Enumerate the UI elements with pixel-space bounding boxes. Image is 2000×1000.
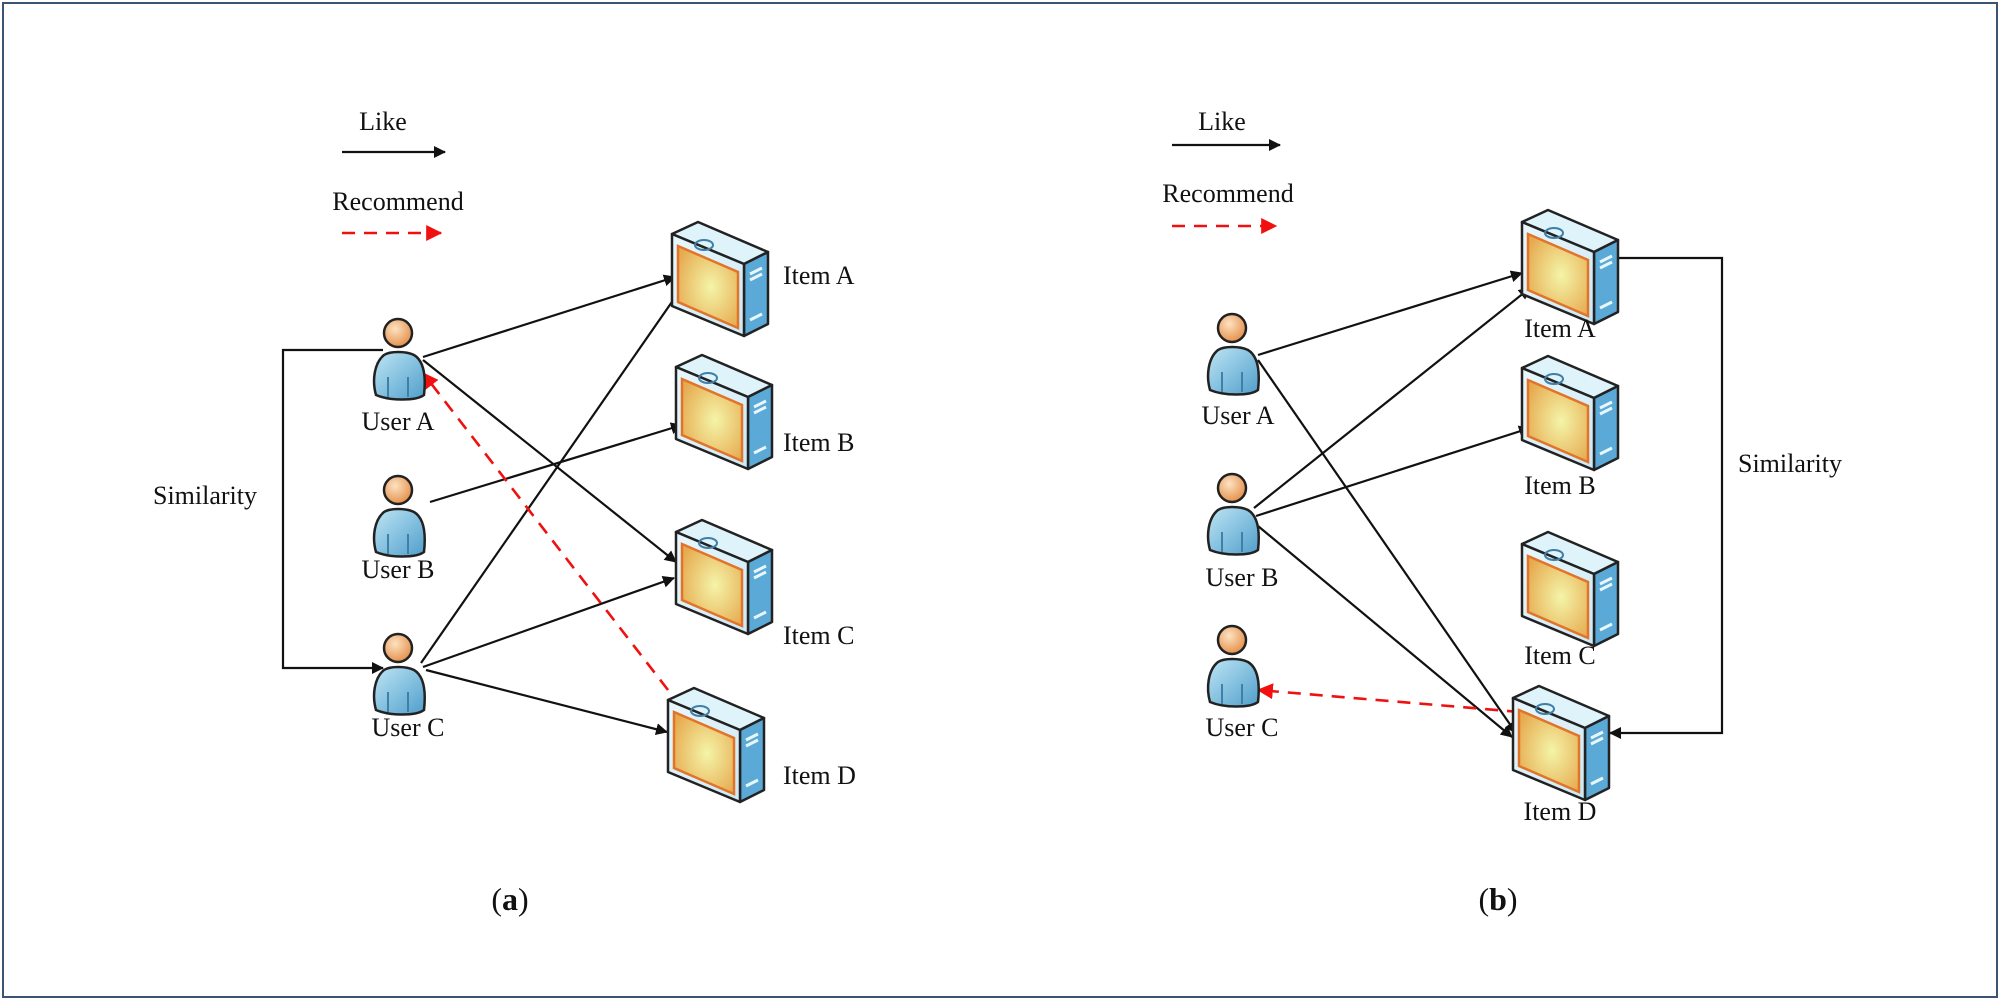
similarity-arrow [1609,256,1724,739]
user-label: User C [372,713,445,742]
legend-like-label: Like [359,107,407,136]
legend-like-label: Like [1198,107,1246,136]
user-label: User B [1206,563,1279,592]
item-node-itemD: Item D [1511,684,1611,826]
item-server-icon [1511,684,1611,802]
user-icon [372,632,426,716]
item-server-icon [666,686,766,804]
item-label: Item A [1524,314,1596,343]
like-edge-userA-itemA [1257,270,1523,357]
item-node-itemB: Item B [674,353,855,471]
like-edge-userA-itemC [422,359,677,563]
user-label: User A [1202,401,1275,430]
user-node-userA: User A [1202,312,1275,430]
user-icon [1206,472,1260,556]
item-server-icon [670,220,770,338]
legend-recommend-label: Recommend [332,187,463,216]
item-server-icon [1520,208,1620,326]
similarity-arrow [281,348,384,674]
like-edge-userC-itemA [420,285,684,664]
item-server-icon [674,353,774,471]
similarity-label: Similarity [1738,449,1842,478]
recommend-edge-itemD-userC [1256,683,1521,714]
user-icon [1206,312,1260,396]
user-icon [1206,624,1260,708]
like-edge-userC-itemC [422,576,675,669]
item-node-itemA: Item A [670,220,855,338]
user-node-userB: User B [1206,472,1279,592]
user-label: User A [362,407,435,436]
like-edge-userB-itemD [1257,525,1513,738]
like-edges [420,274,684,736]
item-server-icon [1520,354,1620,472]
user-node-userB: User B [362,474,435,584]
user-node-userC: User C [1206,624,1279,742]
panel-caption: (a) [491,881,528,917]
item-node-itemB: Item B [1520,354,1620,500]
item-node-itemC: Item C [674,518,855,650]
user-label: User B [362,555,435,584]
like-edge-userB-itemB [429,422,683,504]
like-edges [1253,270,1531,738]
similarity-connector: Similarity [153,348,384,674]
item-label: Item D [783,761,856,790]
user-node-userA: User A [362,317,435,436]
item-node-itemC: Item C [1520,530,1620,670]
item-server-icon [674,518,774,636]
similarity-label: Similarity [153,481,257,510]
like-edge-userC-itemD [425,668,668,736]
item-node-itemA: Item A [1520,208,1620,343]
item-server-icon [1520,530,1620,648]
item-label: Item C [783,621,855,650]
user-icon [372,474,426,558]
user-label: User C [1206,713,1279,742]
like-edge-userB-itemB [1255,425,1531,518]
user-icon [372,317,426,401]
user-node-userC: User C [372,632,445,742]
item-label: Item C [1524,641,1596,670]
panel-caption: (b) [1478,881,1517,917]
recommend-edge-itemD-userA [421,372,670,691]
like-edge-userB-itemA [1253,287,1531,509]
like-edge-userA-itemD [1257,359,1517,734]
item-label: Item A [783,261,855,290]
item-label: Item D [1524,797,1597,826]
item-label: Item B [1524,471,1596,500]
item-label: Item B [783,428,855,457]
item-node-itemD: Item D [666,686,856,804]
similarity-connector: Similarity [1609,256,1842,739]
legend-recommend-label: Recommend [1162,179,1293,208]
like-edge-userA-itemA [422,274,676,359]
